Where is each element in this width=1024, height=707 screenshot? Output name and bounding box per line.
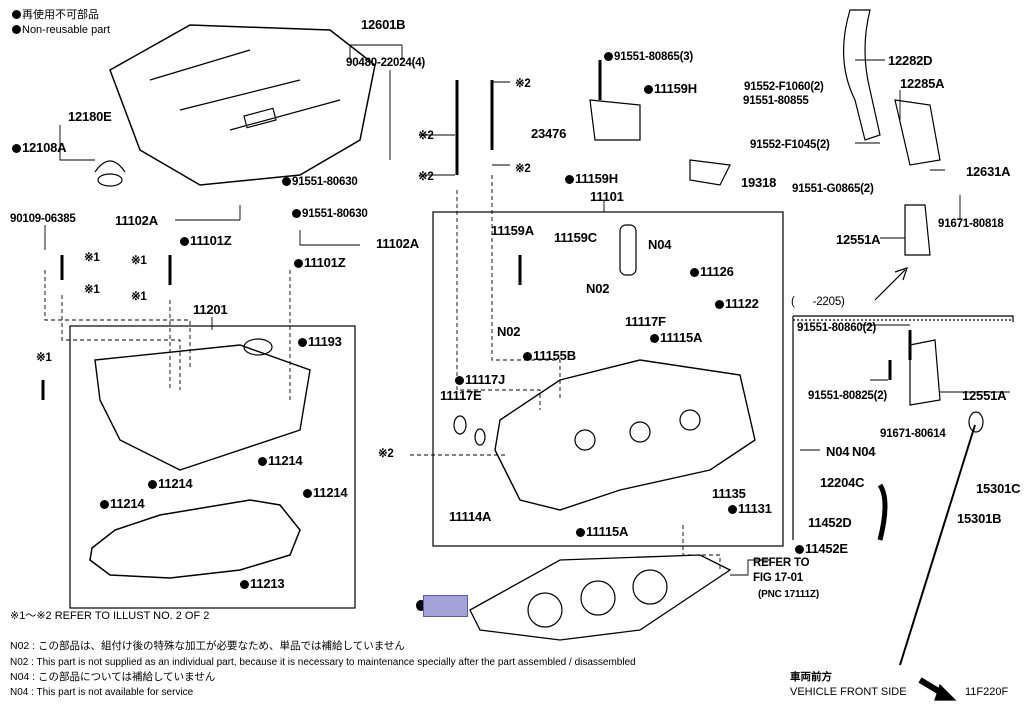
part-label[interactable]: 12551A <box>962 388 1007 403</box>
part-label[interactable]: 11214 <box>100 497 145 510</box>
part-label[interactable]: 11452E <box>795 542 848 555</box>
part-label[interactable]: 11135 <box>712 486 746 501</box>
part-label[interactable]: 11131 <box>728 502 772 515</box>
part-label[interactable]: 91552-F1045(2) <box>750 139 830 151</box>
cylinder-head-group-box <box>432 211 784 547</box>
refer-fig-link[interactable]: FIG 17-01 <box>753 572 803 584</box>
ref-mark: ※1 <box>131 291 147 303</box>
part-label[interactable]: 12601B <box>361 17 406 32</box>
head-gasket-shape <box>469 554 732 641</box>
part-label[interactable]: 11117F <box>625 314 666 329</box>
part-label[interactable]: 11122 <box>715 297 759 310</box>
part-label[interactable]: 11213 <box>240 577 285 590</box>
part-label[interactable]: 15301C <box>976 481 1021 496</box>
hanger-12282d-shape <box>843 9 881 141</box>
ref-mark: ※1 <box>84 284 100 296</box>
part-label[interactable]: 15301B <box>957 511 1002 526</box>
cover-gasket-shape <box>89 499 301 579</box>
part-label[interactable]: 11117J <box>455 373 505 386</box>
right-group-bracket <box>792 315 1014 540</box>
part-label[interactable]: 11101 <box>590 189 624 204</box>
oil-cap-shape <box>97 173 123 187</box>
part-label[interactable]: 11214 <box>148 477 193 490</box>
part-label[interactable]: 91671-80818 <box>938 218 1004 230</box>
part-label[interactable]: 91551-G0865(2) <box>792 183 874 195</box>
legend-jp: 再使用不可部品 <box>12 9 99 22</box>
part-label[interactable]: 91551-80860(2) <box>797 322 877 334</box>
part-label[interactable]: 12282D <box>888 53 933 68</box>
cylinder-head-cover-group-box <box>69 325 356 609</box>
refer-to-link[interactable]: REFER TO <box>753 557 810 569</box>
refer-note: ※1～※2 REFER TO ILLUST NO. 2 OF 2 <box>10 610 210 622</box>
part-label[interactable]: 12631A <box>966 164 1011 179</box>
refer-pnc: (PNC 17111Z) <box>758 589 819 600</box>
part-label[interactable]: N04 <box>852 444 876 459</box>
part-label[interactable]: 11115A <box>650 331 702 344</box>
engine-cover-shape <box>109 24 376 186</box>
note-n02-jp: N02 : この部品は、組付け後の特殊な加工が必要なため、単品では補給していませ… <box>10 640 405 652</box>
part-label[interactable]: 11115A <box>576 525 628 538</box>
part-label[interactable]: N04 <box>648 237 672 252</box>
ref-mark: ※2 <box>418 171 434 183</box>
part-label[interactable]: N04 <box>826 444 850 459</box>
part-label[interactable]: 11102A <box>115 213 158 228</box>
part-label[interactable]: 91551-80825(2) <box>808 390 888 402</box>
part-label[interactable]: 11101Z <box>294 256 346 269</box>
part-label[interactable]: 11102A <box>376 236 419 251</box>
part-label[interactable]: 12285A <box>900 76 945 91</box>
part-label[interactable]: 11159C <box>554 230 597 245</box>
part-label[interactable]: 11452D <box>808 515 852 530</box>
part-label[interactable]: 19318 <box>741 175 777 190</box>
part-label[interactable]: 91551-80630 <box>282 176 358 189</box>
part-label[interactable]: 11214 <box>303 486 348 499</box>
arrow-up-icon <box>874 267 908 301</box>
part-label[interactable]: 12108A <box>12 141 67 154</box>
part-label[interactable]: 11159H <box>565 172 618 185</box>
part-label[interactable]: 11126 <box>690 265 734 278</box>
part-label[interactable]: 91551-80865(3) <box>604 51 693 64</box>
part-label[interactable]: 12551A <box>836 232 881 247</box>
part-label[interactable]: 11117E <box>440 388 482 403</box>
part-label[interactable]: 91552-F1060(2) <box>744 81 824 93</box>
dipstick-shape <box>899 424 976 666</box>
front-jp: 車両前方 <box>790 671 832 683</box>
front-en: VEHICLE FRONT SIDE <box>790 686 907 698</box>
part-label[interactable]: 23476 <box>531 126 567 141</box>
part-label[interactable]: N02 <box>497 324 521 339</box>
part-label[interactable]: 91551-80630 <box>292 208 368 221</box>
note-n02-en: N02 : This part is not supplied as an in… <box>10 657 636 668</box>
part-label[interactable]: 11201 <box>193 302 228 317</box>
ref-mark: ※1 <box>84 252 100 264</box>
part-label[interactable]: 11159A <box>491 223 534 238</box>
part-label[interactable]: 11155B <box>523 349 576 362</box>
non-reusable-dot <box>416 600 426 611</box>
part-label[interactable]: 12204C <box>820 475 865 490</box>
cylinder-head-shape <box>494 359 756 511</box>
date-range-label: ( -2205) <box>791 296 845 308</box>
ref-mark: ※2 <box>418 130 434 142</box>
ref-mark: ※2 <box>515 163 531 175</box>
ref-mark: ※2 <box>515 78 531 90</box>
part-label[interactable]: 11193 <box>298 335 342 348</box>
highlighted-part-label[interactable] <box>423 595 468 617</box>
part-label[interactable]: 90109-06385 <box>10 213 76 225</box>
part-label[interactable]: 91551-80855 <box>743 95 809 107</box>
note-n04-en: N04 : This part is not available for ser… <box>10 687 194 698</box>
part-label[interactable]: 90480-22024(4) <box>346 57 426 69</box>
part-label[interactable]: 91671-80614 <box>880 428 946 440</box>
part-label[interactable]: N02 <box>586 281 610 296</box>
figure-code: 11F220F <box>965 686 1009 698</box>
part-label[interactable]: 11101Z <box>180 234 232 247</box>
ref-mark: ※1 <box>131 255 147 267</box>
part-label[interactable]: 12180E <box>68 109 112 124</box>
part-label[interactable]: 11114A <box>449 509 492 524</box>
ref-mark: ※2 <box>378 448 394 460</box>
part-label[interactable]: 11159H <box>644 82 697 95</box>
cylinder-head-cover-shape <box>94 344 311 471</box>
legend-en: Non-reusable part <box>12 24 110 37</box>
part-label[interactable]: 11214 <box>258 454 303 467</box>
note-n04-jp: N04 : この部品については補給していません <box>10 671 216 683</box>
ref-mark: ※1 <box>36 352 52 364</box>
